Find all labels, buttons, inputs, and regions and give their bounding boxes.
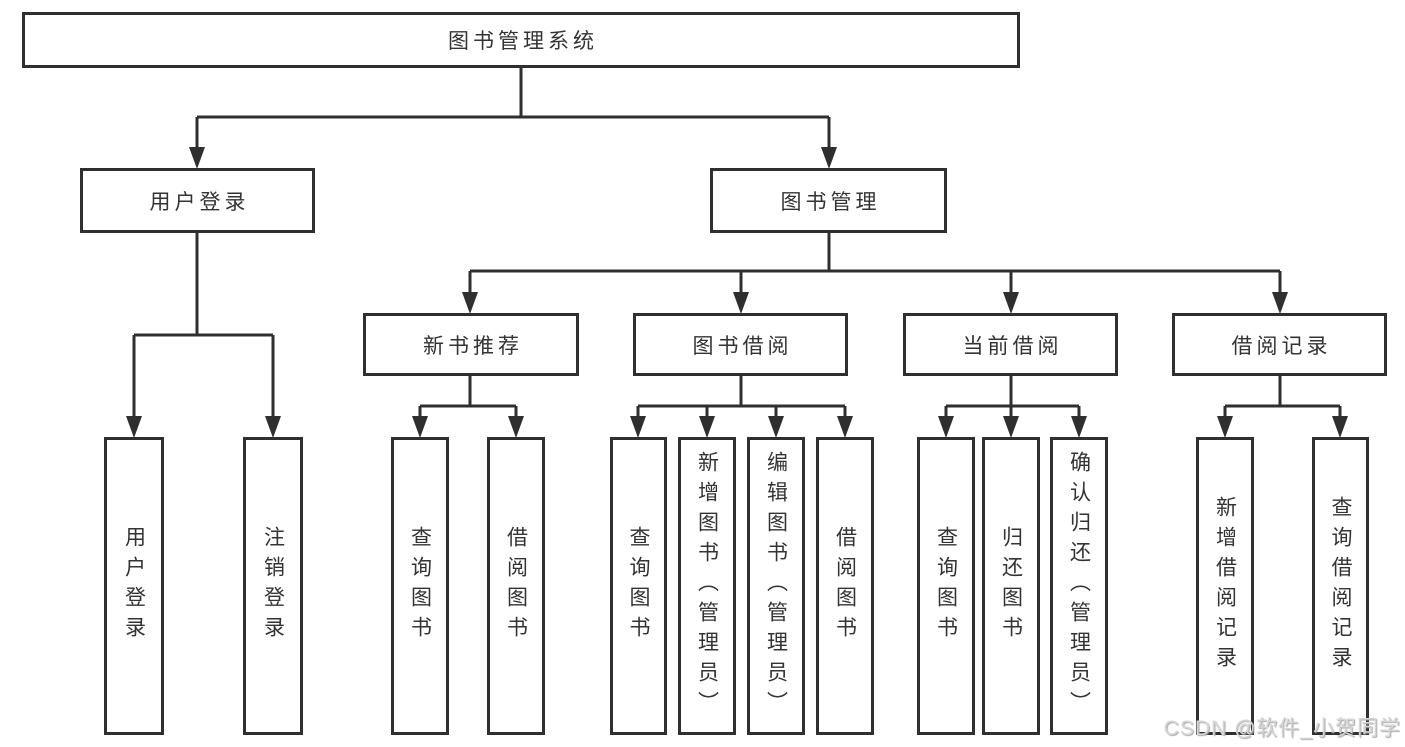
node-book-management: 图书管理 [710, 168, 947, 233]
node-leaf-logout: 注销登录 [243, 437, 303, 735]
node-current-borrow: 当前借阅 [903, 313, 1118, 376]
node-root-system: 图书管理系统 [22, 12, 1020, 68]
node-leaf-query-borrow-record: 查询借阅记录 [1312, 437, 1369, 735]
node-leaf-confirm-return-admin: 确认归还（管理员） [1050, 437, 1108, 735]
node-borrow-record: 借阅记录 [1172, 313, 1387, 376]
node-user-login: 用户登录 [80, 168, 315, 233]
arrowheads [126, 147, 1348, 438]
node-leaf-borrow-book-1: 借阅图书 [487, 437, 545, 735]
node-new-book-recommend: 新书推荐 [363, 313, 579, 376]
node-leaf-edit-book-admin: 编辑图书（管理员） [747, 437, 805, 735]
node-leaf-user-login: 用户登录 [104, 437, 164, 735]
node-leaf-add-borrow-record: 新增借阅记录 [1196, 437, 1254, 735]
node-book-borrow: 图书借阅 [633, 313, 848, 376]
node-leaf-borrow-book-2: 借阅图书 [816, 437, 874, 735]
node-leaf-return-book: 归还图书 [982, 437, 1040, 735]
node-leaf-query-book-2: 查询图书 [610, 437, 667, 735]
node-leaf-query-book-1: 查询图书 [391, 437, 449, 735]
node-leaf-query-book-3: 查询图书 [917, 437, 975, 735]
node-leaf-add-book-admin: 新增图书（管理员） [678, 437, 736, 735]
